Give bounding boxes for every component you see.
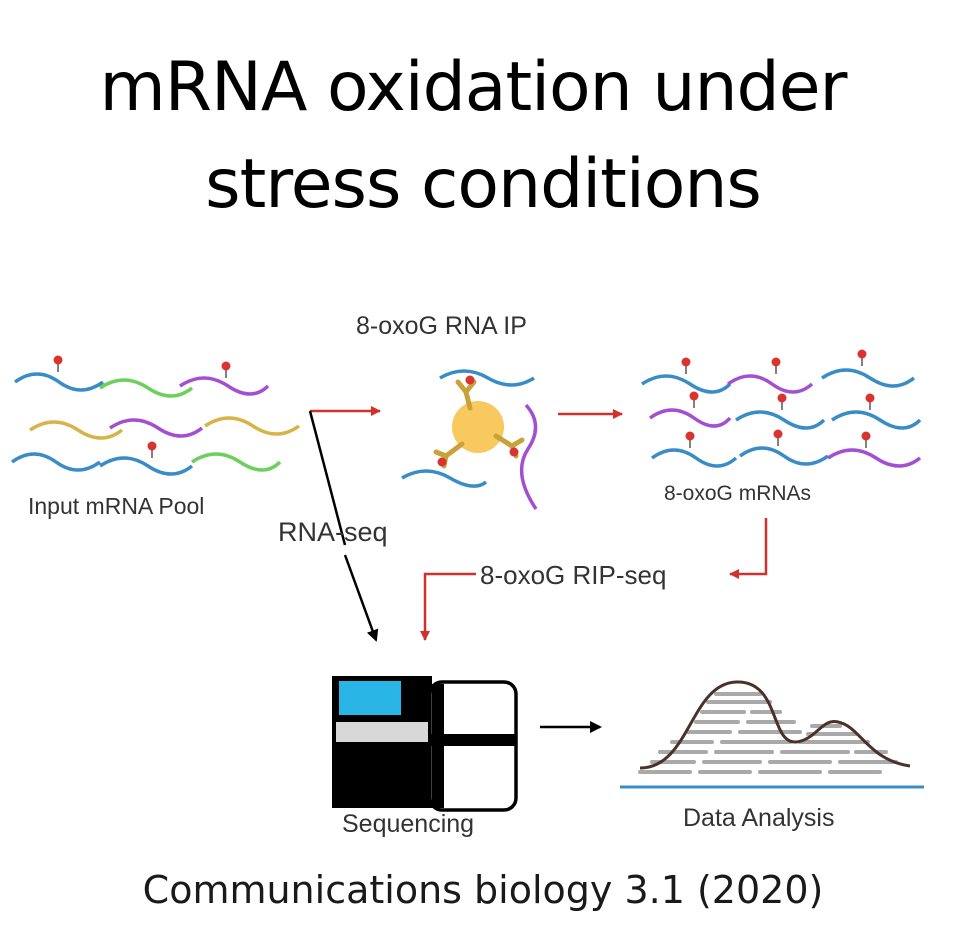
mrna-strand: [827, 448, 922, 468]
mrna-strand: [738, 446, 830, 466]
mrna-strand: [641, 374, 732, 394]
title-line-2: stress conditions: [205, 145, 762, 224]
data-analysis-label: Data Analysis: [683, 804, 834, 832]
mrna-strand: [109, 418, 204, 438]
arrow-to-sequencing: [420, 572, 476, 641]
mrna-strand: [648, 408, 732, 428]
rna-seq-arrow: [308, 410, 376, 640]
mrna-strand: [99, 456, 194, 476]
mrna-strand: [13, 372, 105, 392]
bead-icon: [452, 401, 504, 453]
oxog-marker: [221, 361, 231, 378]
oxog-mrnas-group: [641, 349, 922, 468]
red-arrows: [310, 406, 768, 641]
mrna-strand: [821, 368, 916, 388]
oxog-marker: [861, 431, 871, 448]
data-analysis-icon: [620, 680, 924, 789]
mrna-strand: [99, 378, 194, 398]
oxog-dot: [465, 375, 475, 385]
oxog-marker: [865, 393, 875, 410]
oxog-marker: [771, 357, 781, 374]
oxog-marker: [773, 429, 783, 446]
mrna-strand: [726, 374, 814, 394]
sequencer-icon: [332, 676, 518, 812]
mrna-strand: [191, 452, 282, 472]
oxog-marker: [689, 391, 699, 408]
mrna-strand: [179, 376, 270, 396]
coverage-curve: [639, 680, 911, 770]
mrna-strand: [439, 369, 535, 387]
mrna-strand: [650, 448, 738, 468]
mrna-strand: [29, 420, 124, 440]
mrna-strand: [519, 403, 538, 510]
rna-ip-complex: [401, 369, 538, 510]
oxog-dot: [509, 447, 519, 457]
rip-seq-label: 8-oxoG RIP-seq: [480, 560, 666, 590]
oxog-dot: [437, 457, 447, 467]
arrow-rip-down: [729, 518, 768, 579]
oxog-mrnas-label: 8-oxoG mRNAs: [664, 482, 811, 505]
rip-label: 8-oxoG RNA IP: [356, 312, 527, 340]
rna-seq-label: RNA-seq: [278, 517, 388, 547]
mrna-strand: [10, 452, 102, 472]
oxog-marker: [147, 441, 157, 458]
citation: Communications biology 3.1 (2020): [142, 868, 824, 912]
input-mrna-pool: [10, 355, 301, 476]
sequencing-label: Sequencing: [342, 810, 474, 838]
mrna-strand: [204, 416, 301, 436]
input-pool-label: Input mRNA Pool: [28, 493, 204, 519]
mrna-strand: [831, 410, 922, 430]
mrna-strand: [401, 469, 488, 488]
mrna-strand: [735, 410, 826, 430]
oxog-marker: [681, 357, 691, 374]
title-line-1: mRNA oxidation under: [99, 48, 848, 127]
oxog-marker: [857, 349, 867, 366]
oxog-marker: [685, 431, 695, 448]
oxog-marker: [777, 393, 787, 410]
oxog-marker: [53, 355, 63, 372]
